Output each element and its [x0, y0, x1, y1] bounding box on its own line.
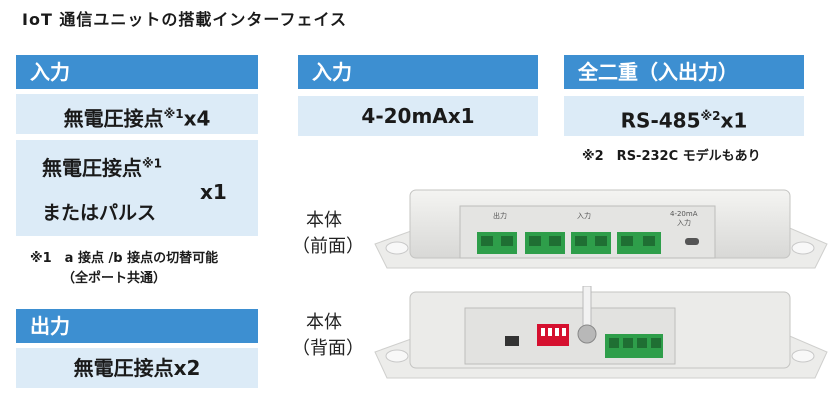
antenna-icon: [582, 286, 592, 327]
row2-suffix: x1: [200, 180, 227, 204]
note1-line2: （全ポート共通）: [62, 271, 167, 286]
output-value: 無電圧接点x2: [16, 348, 258, 388]
page-title: IoT 通信ユニットの搭載インターフェイス: [22, 10, 347, 29]
input-mid-value: 4-20mAx1: [298, 96, 538, 136]
row1-sup: ※1: [163, 107, 184, 121]
device-back-image: [374, 286, 828, 379]
duplex-value: RS-485※2x1: [564, 96, 804, 136]
device-front-label: 本体（前面）: [292, 210, 364, 257]
input-left-row2: 無電圧接点※1 またはパルス x1: [16, 140, 258, 236]
row2-line1: 無電圧接点※1: [42, 156, 163, 180]
input-left-row1: 無電圧接点※1x4: [16, 94, 258, 134]
port-label-in: 入力: [577, 211, 591, 220]
duplex-header: 全二重（入出力）: [564, 55, 804, 89]
input-left-header: 入力: [16, 55, 258, 89]
row1-suffix: x4: [183, 106, 211, 131]
row2-line2: またはパルス: [42, 202, 157, 224]
input-mid-header: 入力: [298, 55, 538, 89]
port-label-ma2: 入力: [677, 218, 691, 227]
row1-text: 無電圧接点: [63, 106, 164, 131]
output-header: 出力: [16, 309, 258, 343]
port-label-ma: 4-20mA: [670, 210, 698, 218]
device-back-label: 本体（背面）: [292, 312, 364, 359]
front-terminal-block: [477, 232, 661, 254]
device-front-image: 出力 入力 4-20mA 入力: [374, 189, 828, 269]
usb-port-icon: [685, 238, 699, 245]
note1-line1: ※1 a 接点 /b 接点の切替可能: [30, 251, 219, 266]
note2: ※2 RS-232C モデルもあり: [582, 149, 761, 164]
port-label-out: 出力: [493, 211, 507, 220]
power-jack-icon: [505, 336, 519, 346]
